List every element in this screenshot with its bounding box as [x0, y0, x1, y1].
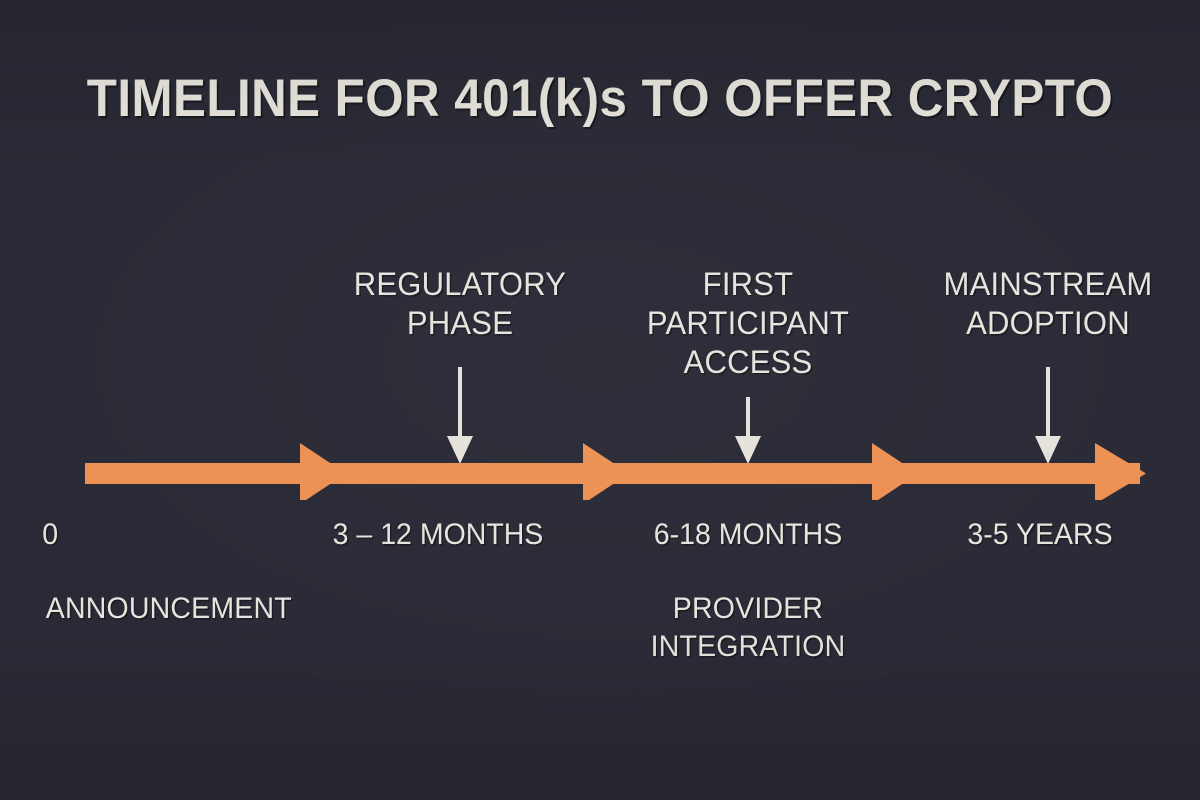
- pointer-arrow-regulatory-phase: [447, 367, 473, 464]
- callout-first-participant-access: FIRST PARTICIPANT ACCESS: [646, 266, 850, 380]
- caption-provider-integration: PROVIDER INTEGRATION: [650, 592, 846, 663]
- timeline-marker-regulatory-phase: [300, 443, 346, 500]
- callout-mainstream-adoption: MAINSTREAM ADOPTION: [943, 266, 1153, 341]
- timeline-end-arrowhead: [1095, 443, 1146, 500]
- tick-label-announcement: 0: [42, 518, 59, 551]
- timeline-marker-first-participant-access: [583, 443, 629, 500]
- timeline-marker-mainstream-adoption: [872, 443, 918, 500]
- tick-label-first-participant-access: 6-18 MONTHS: [653, 518, 843, 551]
- page-title: TIMELINE FOR 401(k)s TO OFFER CRYPTO: [86, 69, 1114, 128]
- callout-regulatory-phase: REGULATORY PHASE: [353, 266, 567, 341]
- caption-announcement: ANNOUNCEMENT: [45, 592, 292, 625]
- pointer-arrow-first-participant-access: [735, 397, 761, 464]
- timeline-axis: [85, 443, 1146, 500]
- pointer-arrow-mainstream-adoption: [1035, 367, 1061, 464]
- tick-label-mainstream-adoption: 3-5 YEARS: [967, 518, 1113, 551]
- tick-label-regulatory-phase: 3 – 12 MONTHS: [332, 518, 544, 551]
